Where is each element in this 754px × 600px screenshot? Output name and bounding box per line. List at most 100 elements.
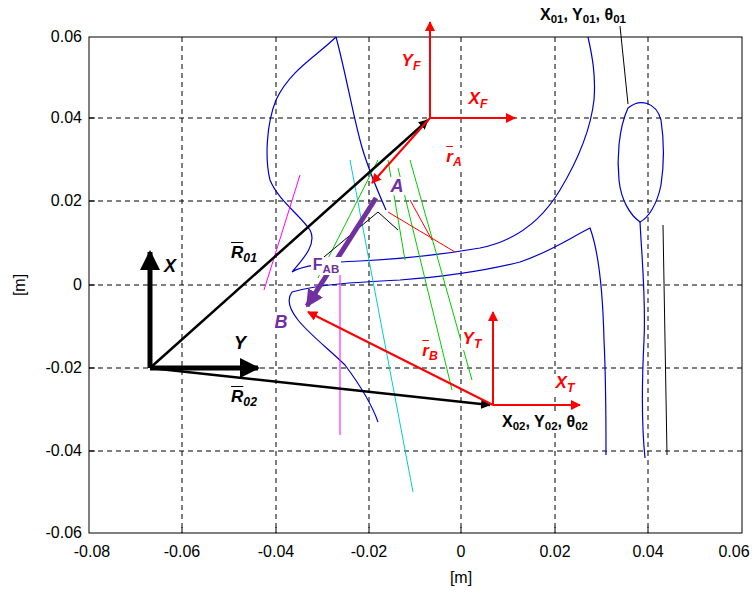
tick-label: 0.06 bbox=[51, 29, 82, 45]
vector-label: rA bbox=[444, 148, 463, 168]
label-text: , θ bbox=[596, 6, 614, 23]
label-text: 0.02 bbox=[51, 192, 82, 209]
label-text: X bbox=[540, 6, 551, 23]
label-text: , θ bbox=[558, 413, 576, 430]
bone-outlines bbox=[267, 37, 663, 458]
leader-line bbox=[620, 26, 628, 104]
label-text: , Y bbox=[526, 413, 545, 430]
tick-label: -0.06 bbox=[164, 544, 200, 560]
axis-label: X bbox=[162, 257, 178, 275]
frame-axis-label: XT bbox=[554, 374, 577, 394]
patella-outline bbox=[618, 103, 663, 222]
subscript: 02 bbox=[545, 420, 558, 432]
subscript: 01 bbox=[551, 13, 564, 25]
label-text: -0.08 bbox=[74, 543, 110, 560]
label-text: X bbox=[502, 413, 513, 430]
label-text: [m] bbox=[450, 569, 472, 586]
frame-axis-label: YF bbox=[400, 52, 423, 72]
label-text: Y bbox=[402, 51, 413, 70]
tick-label: -0.04 bbox=[46, 443, 82, 459]
axis-title: [m] bbox=[450, 570, 472, 586]
label-text: Y bbox=[234, 333, 246, 353]
r02-vector bbox=[150, 368, 490, 405]
cyan-line bbox=[350, 160, 413, 492]
tick-label: -0.08 bbox=[74, 544, 110, 560]
label-text: X bbox=[164, 256, 176, 276]
label-text: , Y bbox=[564, 6, 583, 23]
tick-label: -0.04 bbox=[258, 544, 294, 560]
label-text: R bbox=[231, 243, 243, 262]
subscript: AB bbox=[323, 263, 340, 275]
point-label: B bbox=[273, 313, 290, 331]
subscript: B bbox=[429, 349, 438, 363]
label-text: 0 bbox=[457, 543, 466, 560]
frame-axis-label: YT bbox=[461, 330, 484, 350]
ra-vector bbox=[372, 118, 430, 183]
subscript: 02 bbox=[243, 395, 257, 409]
subscript: F bbox=[413, 59, 420, 73]
label-text: Y bbox=[463, 329, 474, 348]
subscript: 01 bbox=[613, 13, 626, 25]
tick-label: 0.02 bbox=[539, 544, 570, 560]
tick-label: -0.06 bbox=[46, 525, 82, 541]
label-text: -0.04 bbox=[46, 442, 82, 459]
r01-vector bbox=[150, 120, 428, 368]
ticks bbox=[89, 118, 648, 533]
tibia-x-axis bbox=[493, 404, 580, 406]
label-text: -0.06 bbox=[46, 524, 82, 541]
rb-vector bbox=[308, 312, 493, 405]
femur-inner bbox=[336, 37, 386, 210]
label-text: 0.06 bbox=[51, 28, 82, 45]
label-text: A bbox=[391, 176, 404, 196]
label-text: [m] bbox=[11, 274, 28, 296]
tick-label: 0.04 bbox=[632, 544, 663, 560]
tick-label: -0.02 bbox=[351, 544, 387, 560]
subscript: T bbox=[567, 381, 574, 395]
femur-x-axis bbox=[430, 117, 515, 119]
axis-title: [m] bbox=[12, 274, 28, 296]
femur-y-axis bbox=[429, 22, 431, 118]
label-text: -0.06 bbox=[164, 543, 200, 560]
label-text: F bbox=[313, 256, 323, 273]
tick-label: 0.02 bbox=[51, 193, 82, 209]
subscript: F bbox=[480, 97, 487, 111]
magenta-line bbox=[340, 258, 341, 435]
subscript: 01 bbox=[243, 251, 257, 265]
vector-label: rB bbox=[420, 342, 439, 362]
label-text: B bbox=[275, 312, 288, 332]
force-label: FAB bbox=[311, 257, 341, 276]
label-text: r bbox=[422, 341, 429, 360]
vector-label: R01 bbox=[229, 244, 259, 264]
grid bbox=[89, 37, 742, 533]
label-text: -0.02 bbox=[351, 543, 387, 560]
label-text: X bbox=[556, 373, 567, 392]
point-label: A bbox=[389, 177, 406, 195]
axis-label: Y bbox=[232, 334, 248, 352]
tick-label: -0.02 bbox=[46, 360, 82, 376]
red-line bbox=[410, 200, 432, 240]
magenta-line bbox=[264, 175, 300, 290]
tick-label: 0.04 bbox=[51, 110, 82, 126]
subscript: A bbox=[453, 155, 462, 169]
label-text: 0.02 bbox=[539, 543, 570, 560]
green-line bbox=[388, 160, 405, 260]
tick-label: 0 bbox=[73, 277, 82, 293]
label-text: 0.04 bbox=[51, 109, 82, 126]
label-text: -0.02 bbox=[46, 359, 82, 376]
global-x-axis bbox=[148, 252, 153, 368]
label-text: R bbox=[231, 387, 243, 406]
ligament-lines bbox=[264, 26, 667, 492]
vectors bbox=[150, 22, 580, 405]
tibia-outline bbox=[289, 228, 606, 455]
label-text: 0 bbox=[73, 276, 82, 293]
tick-label: 0 bbox=[457, 544, 466, 560]
plot-frame bbox=[89, 37, 742, 533]
subscript: T bbox=[474, 337, 481, 351]
label-text: 0.04 bbox=[632, 543, 663, 560]
tick-label: 0.06 bbox=[718, 544, 749, 560]
tibia-y-axis bbox=[492, 312, 494, 405]
force-vector bbox=[307, 198, 376, 306]
frame-coordinates: X02, Y02, θ02 bbox=[500, 414, 590, 433]
subscript: 02 bbox=[513, 420, 526, 432]
red-line bbox=[388, 212, 455, 252]
